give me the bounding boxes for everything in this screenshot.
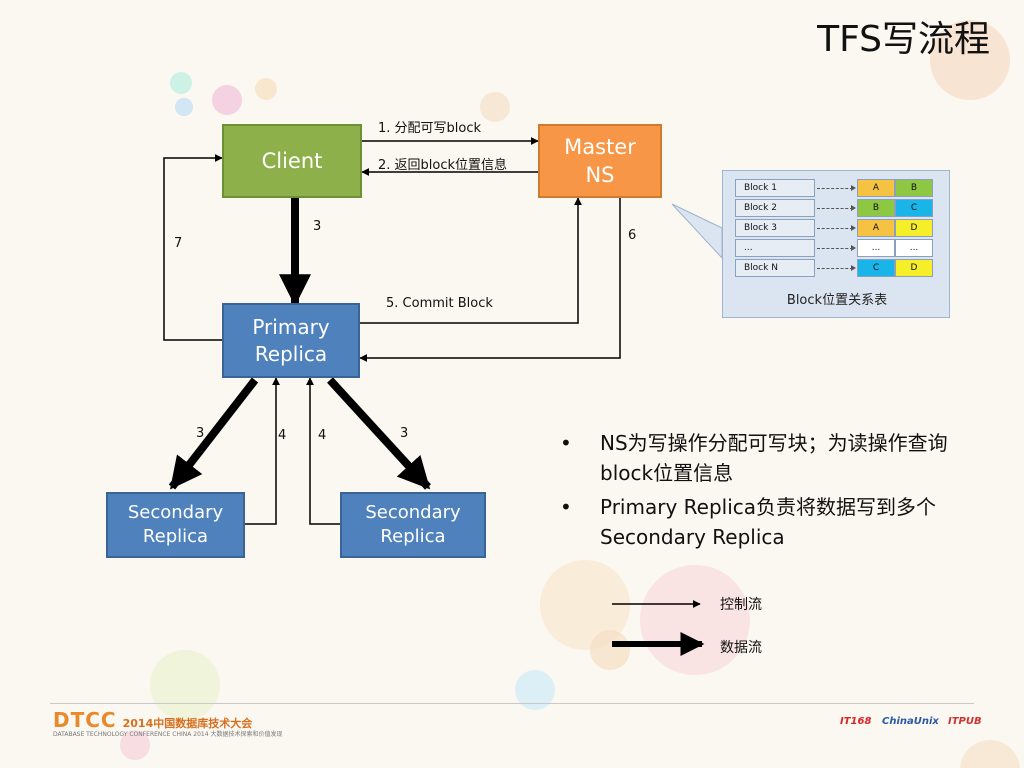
decor-bubble	[930, 20, 1010, 100]
bullet-dot: •	[560, 495, 572, 519]
edge-label-allocate: 1. 分配可写block	[378, 121, 482, 136]
edge-label-3-client: 3	[313, 219, 322, 234]
block-table-row-name: Block N	[735, 259, 815, 277]
bullet-text: NS为写操作分配可写块；为读操作查询block位置信息	[600, 431, 948, 485]
edge-label-3-right: 3	[400, 426, 409, 441]
block-table-row-arrowhead	[851, 205, 856, 211]
secondary-right-label-line2: Replica	[380, 526, 446, 547]
block-table-row-arrowhead	[851, 225, 856, 231]
edge-label-7: 7	[174, 236, 183, 251]
sponsor-chinaunix-logo: ChinaUnix	[882, 716, 939, 727]
primary-replica-node: Primary Replica	[222, 303, 360, 378]
slide-title: TFS写流程	[817, 19, 990, 60]
secondary-right-label-line1: Secondary	[365, 501, 461, 523]
edge-label-return-location: 2. 返回block位置信息	[378, 158, 508, 173]
secondary-replica-right-node: Secondary Replica	[340, 492, 486, 558]
arrow-master-primary	[359, 198, 621, 362]
bullet-list: • NS为写操作分配可写块；为读操作查询block位置信息 • Primary Re…	[560, 428, 980, 556]
decor-bubble	[150, 650, 220, 720]
block-table-row-arrowhead	[851, 265, 856, 271]
block-table-cell: C	[895, 199, 933, 217]
block-table-caption: Block位置关系表	[786, 293, 888, 308]
block-table-cell: B	[895, 179, 933, 197]
dtcc-logo: DTCC 2014中国数据库技术大会 DATABASE TECHNOLOGY CO…	[53, 708, 282, 738]
arrow-data-primary-secondary-right	[327, 377, 431, 490]
decor-bubble	[175, 98, 193, 116]
block-table-cell: ...	[857, 239, 895, 257]
block-table-cell: D	[895, 259, 933, 277]
block-table-row-arrow	[817, 188, 853, 189]
block-table-row-arrow	[817, 228, 853, 229]
block-table-row-arrowhead	[851, 245, 856, 251]
secondary-left-label-line2: Replica	[142, 526, 209, 547]
block-table-cell: C	[857, 259, 895, 277]
block-table-cell: A	[857, 179, 895, 197]
arrow-commit-block	[360, 197, 582, 324]
decor-bubble	[480, 92, 510, 122]
edge-label-commit: 5. Commit Block	[386, 296, 493, 311]
footer-divider	[50, 703, 974, 704]
arrow-ack-secondary-right	[306, 377, 340, 525]
primary-label-line1: Primary	[252, 314, 330, 339]
arrow-ack-client	[163, 154, 223, 341]
callout-pointer	[671, 203, 723, 260]
master-label-line1: Master	[564, 134, 636, 159]
block-table-cell: B	[857, 199, 895, 217]
master-ns-node: Master NS	[538, 124, 662, 198]
block-table-row-name: Block 3	[735, 219, 815, 237]
decor-bubble	[590, 630, 630, 670]
sponsor-it168-logo: IT168	[840, 716, 872, 727]
block-table-cell: D	[895, 219, 933, 237]
edge-label-6: 6	[628, 228, 637, 243]
decor-bubble	[255, 78, 277, 100]
arrow-ack-secondary-left	[245, 377, 280, 525]
block-table-row-name: Block 2	[735, 199, 815, 217]
block-table-row-arrow	[817, 268, 853, 269]
bullet-text: Primary Replica负责将数据写到多个Secondary Replic…	[600, 495, 937, 549]
bullet-item: • Primary Replica负责将数据写到多个Secondary Repli…	[560, 492, 980, 552]
sponsor-itpub-logo: ITPUB	[948, 716, 982, 727]
dtcc-logo-tagline: DATABASE TECHNOLOGY CONFERENCE CHINA 201…	[53, 731, 283, 738]
dtcc-logo-main: DTCC	[53, 708, 117, 732]
decor-bubble	[170, 72, 192, 94]
decor-bubble	[212, 85, 242, 115]
secondary-replica-left-node: Secondary Replica	[106, 492, 245, 558]
dtcc-logo-sub: 2014中国数据库技术大会	[122, 717, 253, 730]
decor-bubble	[640, 565, 750, 675]
block-table-row-arrow	[817, 248, 853, 249]
arrow-data-primary-secondary-left	[168, 377, 259, 490]
block-table-cell: ...	[895, 239, 933, 257]
edge-label-4-left: 4	[278, 428, 287, 443]
master-label-line2: NS	[585, 163, 615, 187]
block-table-row-arrow	[817, 208, 853, 209]
edge-label-3-left: 3	[196, 426, 205, 441]
edge-label-4-right: 4	[318, 428, 327, 443]
block-table-row-arrowhead	[851, 185, 856, 191]
bullet-dot: •	[560, 431, 572, 455]
block-table-row-name: Block 1	[735, 179, 815, 197]
secondary-left-label-line1: Secondary	[127, 501, 224, 523]
client-label: Client	[261, 148, 323, 173]
block-table-cell: A	[857, 219, 895, 237]
legend-control-label: 控制流	[720, 597, 762, 613]
legend-data-label: 数据流	[720, 640, 762, 656]
bullet-item: • NS为写操作分配可写块；为读操作查询block位置信息	[560, 428, 980, 488]
primary-label-line2: Replica	[254, 341, 328, 366]
block-table-row-name: ...	[735, 239, 815, 257]
decor-bubble	[120, 730, 150, 760]
client-node: Client	[222, 124, 362, 198]
